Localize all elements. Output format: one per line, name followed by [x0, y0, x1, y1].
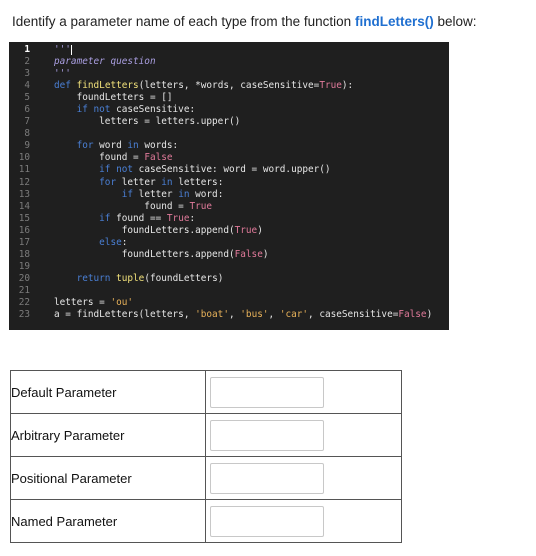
line-number: 10 — [18, 152, 30, 164]
code-line-15: if found == True: — [99, 212, 196, 224]
code-line-10: found = False — [54, 152, 173, 164]
line-number: 16 — [18, 224, 30, 236]
answers-table: Default Parameter Arbitrary Parameter Po… — [9, 370, 402, 543]
code-line-7: letters = letters.upper() — [54, 116, 241, 128]
code-line-8 — [54, 128, 432, 140]
line-number: 15 — [18, 212, 30, 224]
question-text: Identify a parameter name of each type f… — [12, 14, 477, 29]
code-line-21 — [54, 285, 432, 297]
line-number: 4 — [24, 80, 30, 92]
code-line-20: return tuple(foundLetters) — [76, 272, 224, 284]
line-number: 18 — [18, 248, 30, 260]
row-label-named: Named Parameter — [9, 499, 207, 543]
line-number: 14 — [18, 200, 30, 212]
row-label-default: Default Parameter — [9, 370, 207, 414]
table-row: Arbitrary Parameter — [9, 413, 402, 457]
code-line-3: ''' — [54, 68, 71, 80]
line-number: 1 — [24, 44, 30, 55]
function-name: findLetters() — [354, 14, 434, 29]
table-row: Default Parameter — [9, 370, 402, 414]
line-number: 2 — [24, 56, 30, 68]
code-line-12: for letter in letters: — [99, 176, 224, 188]
code-line-1: ''' — [54, 44, 72, 55]
code-line-13: if letter in word: — [121, 188, 224, 200]
line-number: 5 — [24, 92, 30, 104]
line-number: 11 — [18, 164, 30, 176]
line-number: 23 — [18, 309, 30, 321]
line-number: 6 — [24, 104, 30, 116]
code-line-11: if not caseSensitive: word = word.upper(… — [99, 164, 331, 176]
default-parameter-input[interactable] — [210, 376, 325, 408]
code-line-16: foundLetters.append(True) — [54, 224, 263, 236]
code-line-17: else: — [99, 236, 128, 248]
line-number: 17 — [18, 236, 30, 248]
line-number: 3 — [24, 68, 30, 80]
positional-parameter-input[interactable] — [210, 462, 325, 494]
line-number: 13 — [18, 188, 30, 200]
line-number: 21 — [18, 284, 30, 296]
line-number: 8 — [24, 128, 30, 140]
code-line-5: foundLetters = [] — [54, 92, 173, 104]
code-line-22: letters = 'ou' — [54, 296, 134, 308]
row-label-positional: Positional Parameter — [9, 456, 207, 500]
code-line-23: a = findLetters(letters, 'boat', 'bus', … — [54, 309, 433, 321]
code-line-6: if not caseSensitive: — [76, 104, 196, 116]
code-line-19 — [54, 261, 432, 273]
line-number: 9 — [24, 140, 30, 152]
code-line-4: def findLetters(letters, *words, caseSen… — [54, 80, 354, 92]
row-label-arbitrary: Arbitrary Parameter — [9, 413, 207, 457]
line-number: 19 — [18, 260, 30, 272]
code-line-2: parameter question — [54, 56, 156, 68]
table-row: Named Parameter — [9, 499, 402, 543]
code-line-14: found = True — [54, 200, 213, 212]
arbitrary-parameter-input[interactable] — [210, 419, 325, 451]
code-area[interactable]: ''' parameter question ''' def findLette… — [54, 44, 432, 321]
line-number: 20 — [18, 272, 30, 284]
line-number: 7 — [24, 116, 30, 128]
line-number: 22 — [18, 296, 30, 308]
table-row: Positional Parameter — [9, 456, 402, 500]
code-line-9: for word in words: — [76, 140, 179, 152]
named-parameter-input[interactable] — [210, 505, 325, 537]
text-caret — [70, 44, 72, 55]
code-line-18: foundLetters.append(False) — [54, 248, 269, 260]
line-number: 12 — [18, 176, 30, 188]
